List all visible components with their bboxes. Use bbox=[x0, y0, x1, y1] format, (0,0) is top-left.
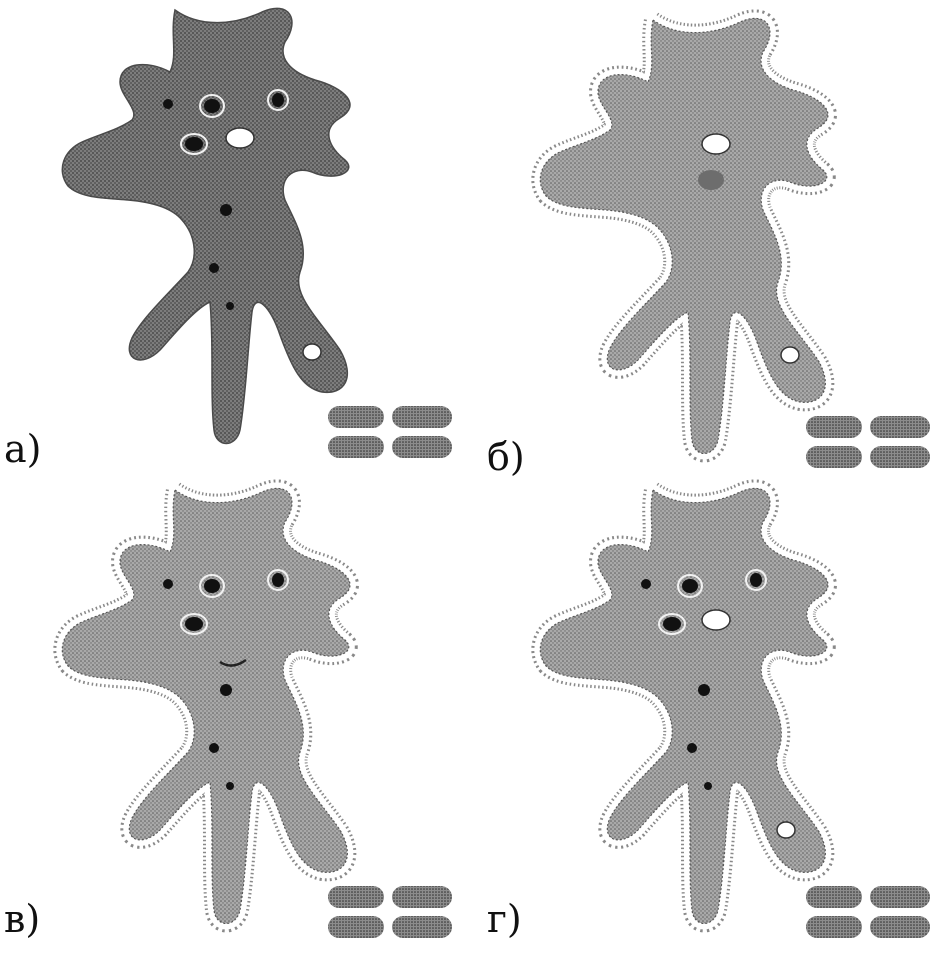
contractile-vacuole bbox=[781, 347, 799, 363]
panel-b bbox=[540, 18, 930, 468]
contractile-vacuole bbox=[702, 610, 730, 630]
contractile-vacuole bbox=[702, 134, 730, 154]
nucleus bbox=[698, 170, 724, 190]
panel-label-g: г) bbox=[487, 900, 522, 938]
cell-blocks bbox=[328, 406, 452, 458]
contractile-vacuole bbox=[303, 344, 321, 360]
contractile-vacuole bbox=[777, 822, 795, 838]
cell-blocks bbox=[806, 886, 930, 938]
panel-g bbox=[540, 488, 930, 938]
panel-v bbox=[62, 488, 452, 938]
panel-label-b: б) bbox=[487, 438, 525, 476]
panel-label-a: а) bbox=[4, 430, 41, 468]
cell-blocks bbox=[806, 416, 930, 468]
panel-label-v: в) bbox=[4, 900, 40, 938]
panel-a bbox=[62, 8, 452, 458]
cell-blocks bbox=[328, 886, 452, 938]
contractile-vacuole bbox=[226, 128, 254, 148]
